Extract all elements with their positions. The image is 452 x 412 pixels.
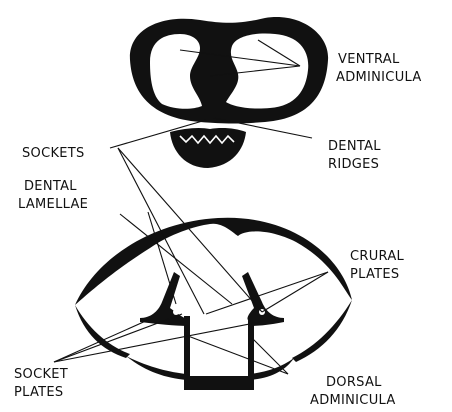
left-socket-crural-plate (140, 272, 190, 326)
label-ventral-line2: ADMINICULA (336, 70, 422, 85)
ventral-valve-section (130, 17, 328, 123)
dental-ridges-section (170, 128, 246, 168)
dorsal-valve-section (75, 218, 352, 390)
right-lateral-wall (292, 300, 352, 362)
dental-ridges-shape (170, 128, 246, 168)
label-dental-ridges-line1: DENTAL (328, 139, 381, 154)
label-ventral-line1: VENTRAL (338, 52, 400, 67)
dorsal-valve-floor (126, 356, 294, 390)
ventral-valve-outline (130, 17, 328, 123)
label-dental-lamellae-line2: LAMELLAE (18, 197, 88, 212)
label-crural-line2: PLATES (350, 267, 399, 282)
label-dorsal-line1: DORSAL (326, 375, 382, 390)
label-crural-line1: CRURAL (350, 249, 405, 264)
label-sockets: SOCKETS (22, 146, 85, 161)
label-dental-ridges-line2: RIDGES (328, 157, 379, 172)
dorsal-valve-outer-wall (75, 218, 352, 305)
label-dorsal-line2: ADMINICULA (310, 393, 396, 408)
label-dental-lamellae-line1: DENTAL (24, 179, 77, 194)
label-socket-plates-line2: PLATES (14, 385, 63, 400)
leader-lines (54, 40, 328, 374)
label-socket-plates-line1: SOCKET (14, 367, 68, 382)
